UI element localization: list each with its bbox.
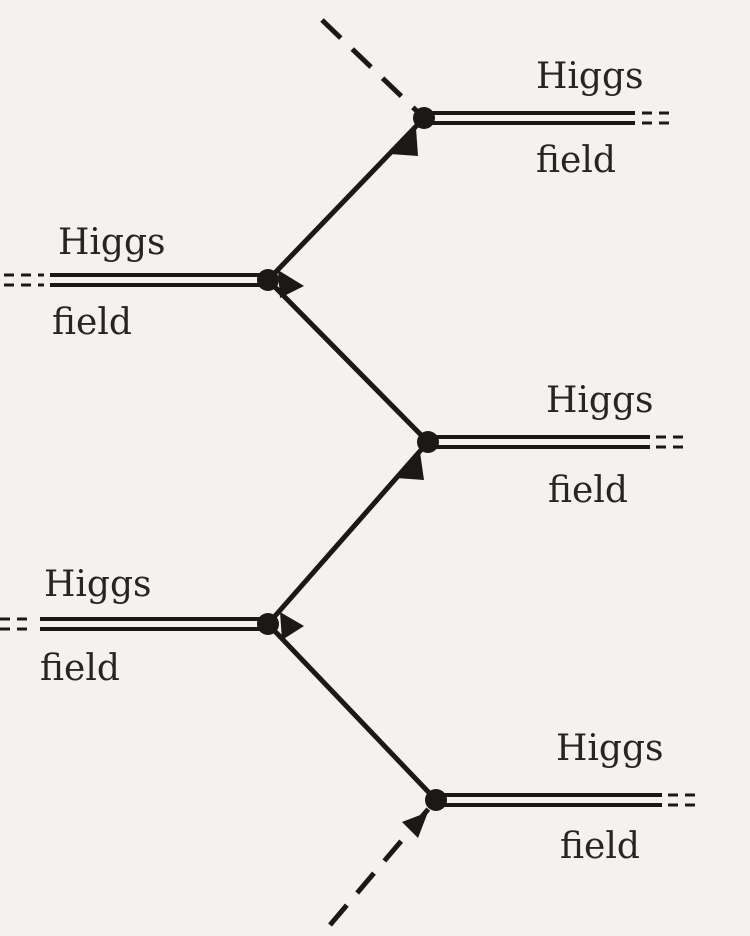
- particle-line-segment-1: [266, 622, 438, 802]
- particle-line-segment-2: [266, 440, 430, 626]
- particle-line-segment-3: [266, 278, 430, 444]
- higgs-label-upper-left: Higgs: [58, 222, 165, 263]
- outgoing-dashed-line: [320, 18, 426, 120]
- arrow-icon: [278, 270, 304, 298]
- higgs-label-bottom-right: Higgs: [556, 728, 663, 769]
- field-label-bottom-right: field: [560, 826, 640, 867]
- particle-line-segment-4: [266, 116, 426, 282]
- higgs-field-line-bottom-right: [436, 793, 700, 807]
- vertex-dot: [425, 789, 447, 811]
- field-label-lower-left: field: [40, 648, 120, 689]
- field-label-middle-right: field: [548, 470, 628, 511]
- higgs-field-line-top-right: [424, 111, 675, 125]
- arrow-icon: [280, 612, 304, 640]
- arrow-icon: [396, 452, 424, 480]
- arrow-icon: [390, 128, 418, 156]
- higgs-field-line-upper-left: [4, 273, 268, 287]
- higgs-label-middle-right: Higgs: [546, 380, 653, 421]
- higgs-field-line-lower-left: [0, 617, 268, 631]
- higgs-label-top-right: Higgs: [536, 56, 643, 97]
- field-label-top-right: field: [536, 140, 616, 181]
- vertex-dot: [413, 107, 435, 129]
- field-label-upper-left: field: [52, 302, 132, 343]
- higgs-field-line-middle-right: [428, 435, 690, 449]
- vertex-dot: [417, 431, 439, 453]
- higgs-label-lower-left: Higgs: [44, 564, 151, 605]
- arrow-icon: [402, 812, 428, 838]
- vertex-dot: [257, 613, 279, 635]
- vertex-dot: [257, 269, 279, 291]
